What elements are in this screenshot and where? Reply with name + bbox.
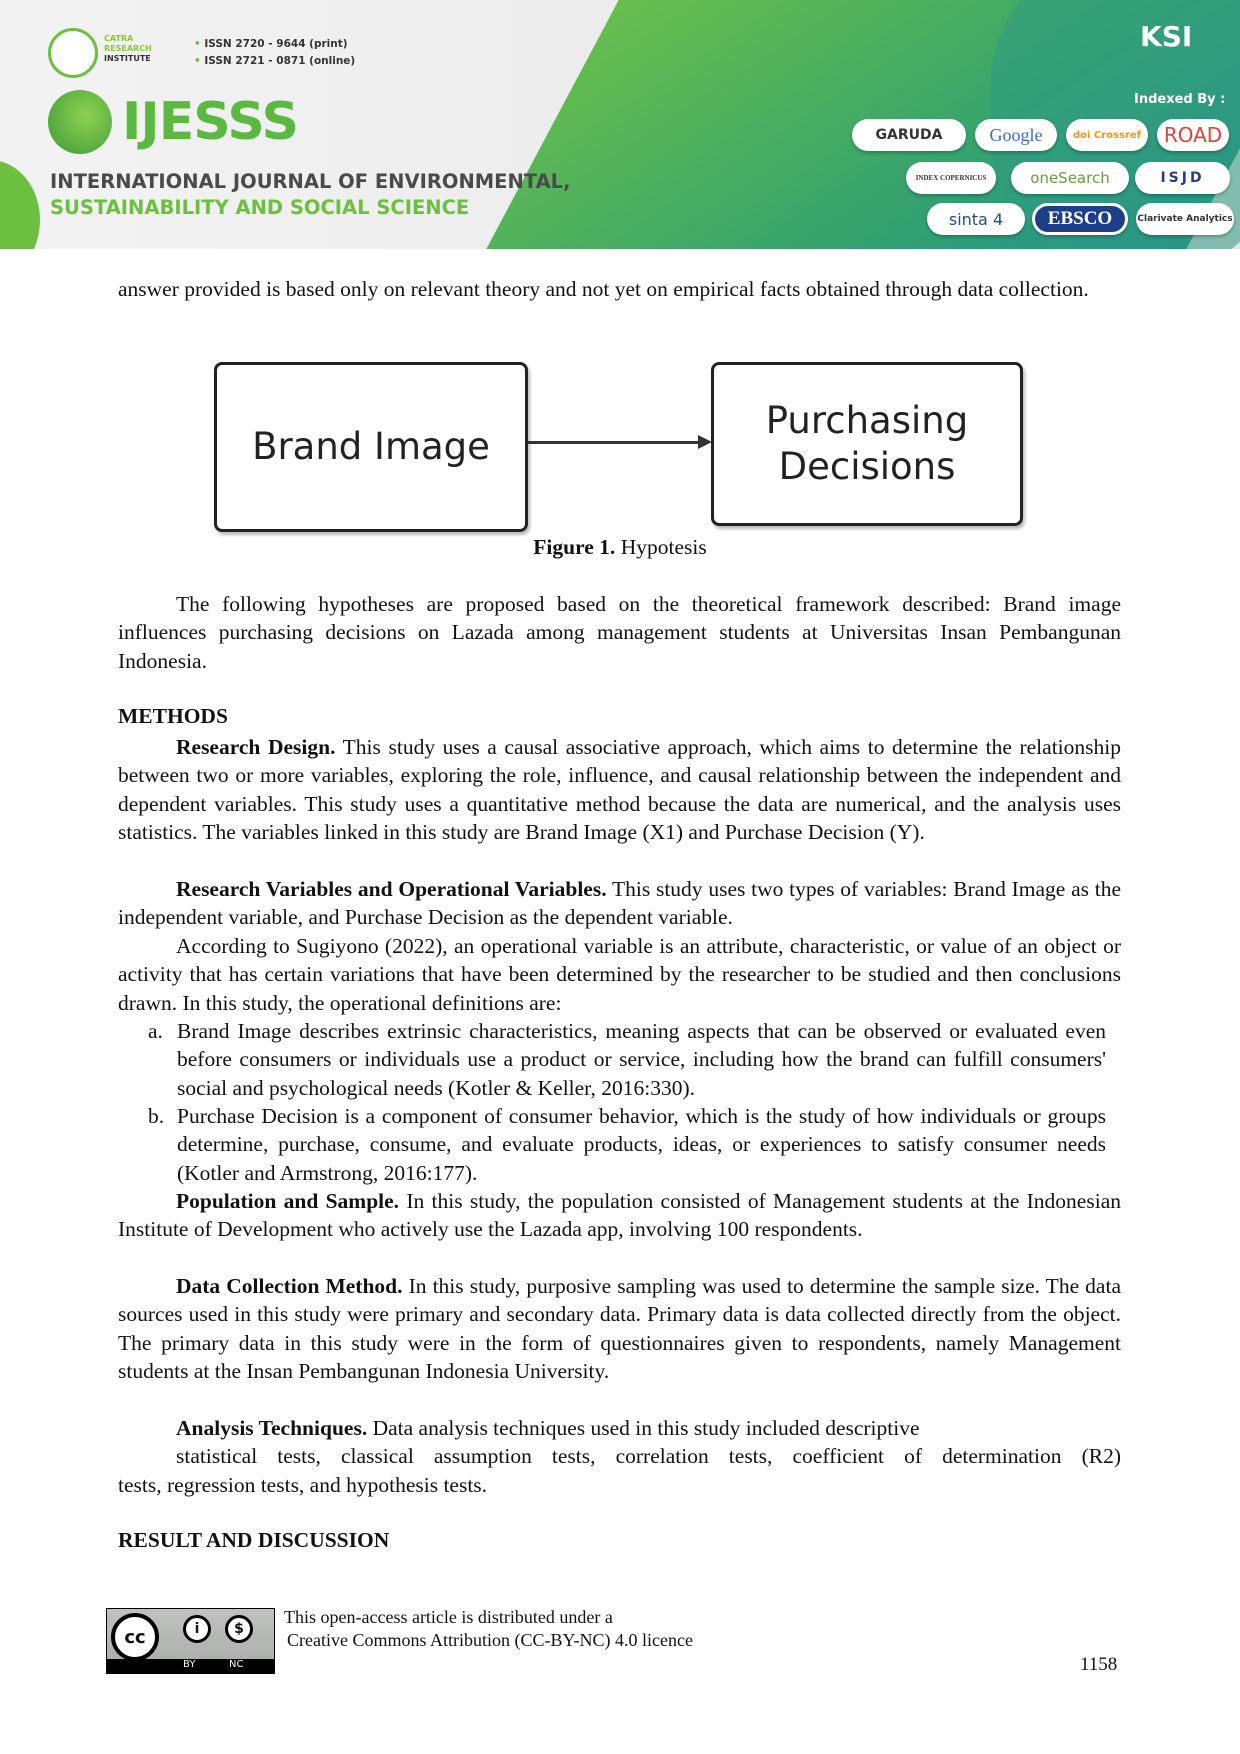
caption-text: Hypotesis <box>615 535 707 559</box>
cc-by-nc-license-badge: cc i $ BY NC <box>106 1608 275 1674</box>
analysis-line: Analysis Techniques. Data analysis techn… <box>118 1414 1121 1442</box>
research-variables-text: This study uses two types of variables: … <box>118 877 1122 930</box>
figure-caption: Figure 1. Hypotesis <box>0 535 1240 560</box>
publisher-line: INSTITUTE <box>104 54 151 63</box>
definition-text: Purchase Decision is a component of cons… <box>177 1104 1106 1185</box>
analysis-line: statistical tests, classical assumption … <box>176 1444 1121 1469</box>
catra-logo-icon <box>48 28 98 78</box>
methods-heading: METHODS <box>118 704 228 728</box>
caption-label: Figure 1. <box>533 535 616 559</box>
analysis-paragraph: Analysis Techniques. Data analysis techn… <box>118 1414 1121 1499</box>
cc-badge-bar: BY NC <box>107 1659 274 1673</box>
definition-item: a. Brand Image describes extrinsic chara… <box>148 1017 1106 1102</box>
indexer-badge-crossref: doi Crossref <box>1066 119 1148 151</box>
license-line1: This open-access article is distributed … <box>284 1607 613 1627</box>
attribution-person-icon: i <box>183 1615 211 1643</box>
population-text: In this study, the population consisted … <box>118 1189 1121 1242</box>
indexer-badge-garuda: GARUDA <box>852 119 966 151</box>
indexer-badge-sinta: sinta 4 <box>927 203 1025 235</box>
definition-item: b. Purchase Decision is a component of c… <box>148 1102 1106 1187</box>
research-variables-label: Research Variables and Operational Varia… <box>176 877 607 901</box>
operational-paragraph: According to Sugiyono (2022), an operati… <box>118 934 1121 1015</box>
banner-left-blob <box>0 160 40 249</box>
issn-online: ISSN 2721 - 0871 (online) <box>194 55 355 67</box>
population-label: Population and Sample. <box>176 1189 400 1213</box>
diagram-arrow-line <box>528 441 702 444</box>
research-design-paragraph: Research Design. This study uses a causa… <box>118 733 1121 847</box>
journal-title-line1: INTERNATIONAL JOURNAL OF ENVIRONMENTAL, <box>50 170 571 193</box>
arrow-head-icon <box>698 435 712 449</box>
intro-paragraph: answer provided is based only on relevan… <box>118 277 1089 301</box>
cc-nc-label: NC <box>229 1659 244 1670</box>
cc-by-label: BY <box>183 1659 196 1670</box>
ksi-logo: KSI <box>1140 20 1193 53</box>
noncommercial-dollar-icon: $ <box>225 1615 253 1643</box>
issn-print: ISSN 2720 - 9644 (print) <box>194 38 348 50</box>
indexer-badge-onesearch: oneSearch <box>1011 162 1129 194</box>
license-line2: Creative Commons Attribution (CC-BY-NC) … <box>287 1630 693 1650</box>
research-design-text: This study uses a causal associative app… <box>118 735 1121 845</box>
indexer-badge-google: Google <box>975 119 1057 151</box>
diagram-box-brand-image: Brand Image <box>214 362 528 532</box>
list-marker: b. <box>148 1104 165 1128</box>
license-text: This open-access article is distributed … <box>284 1606 693 1652</box>
list-marker: a. <box>148 1019 163 1043</box>
publisher-line: RESEARCH <box>104 44 152 53</box>
page-number: 1158 <box>1080 1654 1118 1675</box>
analysis-line: tests, regression tests, and hypothesis … <box>118 1472 488 1497</box>
journal-abbreviation: IJESSS <box>122 92 299 152</box>
data-collection-label: Data Collection Method. <box>176 1274 403 1298</box>
population-paragraph: Population and Sample. In this study, th… <box>118 1187 1121 1244</box>
indexed-by-label: Indexed By : <box>1134 92 1226 107</box>
research-variables-paragraph: Research Variables and Operational Varia… <box>118 875 1121 932</box>
data-collection-text: In this study, purposive sampling was us… <box>118 1274 1121 1384</box>
data-collection-paragraph: Data Collection Method. In this study, p… <box>118 1272 1121 1386</box>
research-design-label: Research Design. <box>176 735 336 759</box>
indexer-badge-clarivate: Clarivate Analytics <box>1136 203 1234 235</box>
analysis-label: Analysis Techniques. <box>176 1416 368 1440</box>
publisher-name: CATRA RESEARCH INSTITUTE <box>104 34 152 64</box>
indexer-badge-road: ROAD <box>1157 119 1229 151</box>
cc-icon: cc <box>111 1613 159 1661</box>
definition-text: Brand Image describes extrinsic characte… <box>177 1019 1106 1100</box>
journal-header-banner: CATRA RESEARCH INSTITUTE ISSN 2720 - 964… <box>0 0 1240 249</box>
indexer-badge-copernicus: INDEX COPERNICUS <box>906 162 996 194</box>
publisher-line: CATRA <box>104 34 134 43</box>
results-heading: RESULT AND DISCUSSION <box>118 1528 390 1552</box>
analysis-text: Data analysis techniques used in this st… <box>367 1416 920 1440</box>
issn-info: ISSN 2720 - 9644 (print) ISSN 2721 - 087… <box>194 36 355 70</box>
indexer-badge-ebsco: EBSCO <box>1032 203 1128 235</box>
hypothesis-paragraph: The following hypotheses are proposed ba… <box>118 592 1121 673</box>
journal-title-line2: SUSTAINABILITY AND SOCIAL SCIENCE <box>50 196 470 219</box>
indexer-badge-isjd: ISJD <box>1135 162 1230 194</box>
diagram-box-purchasing-decisions: Purchasing Decisions <box>711 362 1023 526</box>
ijesss-leaf-logo-icon <box>48 90 112 154</box>
